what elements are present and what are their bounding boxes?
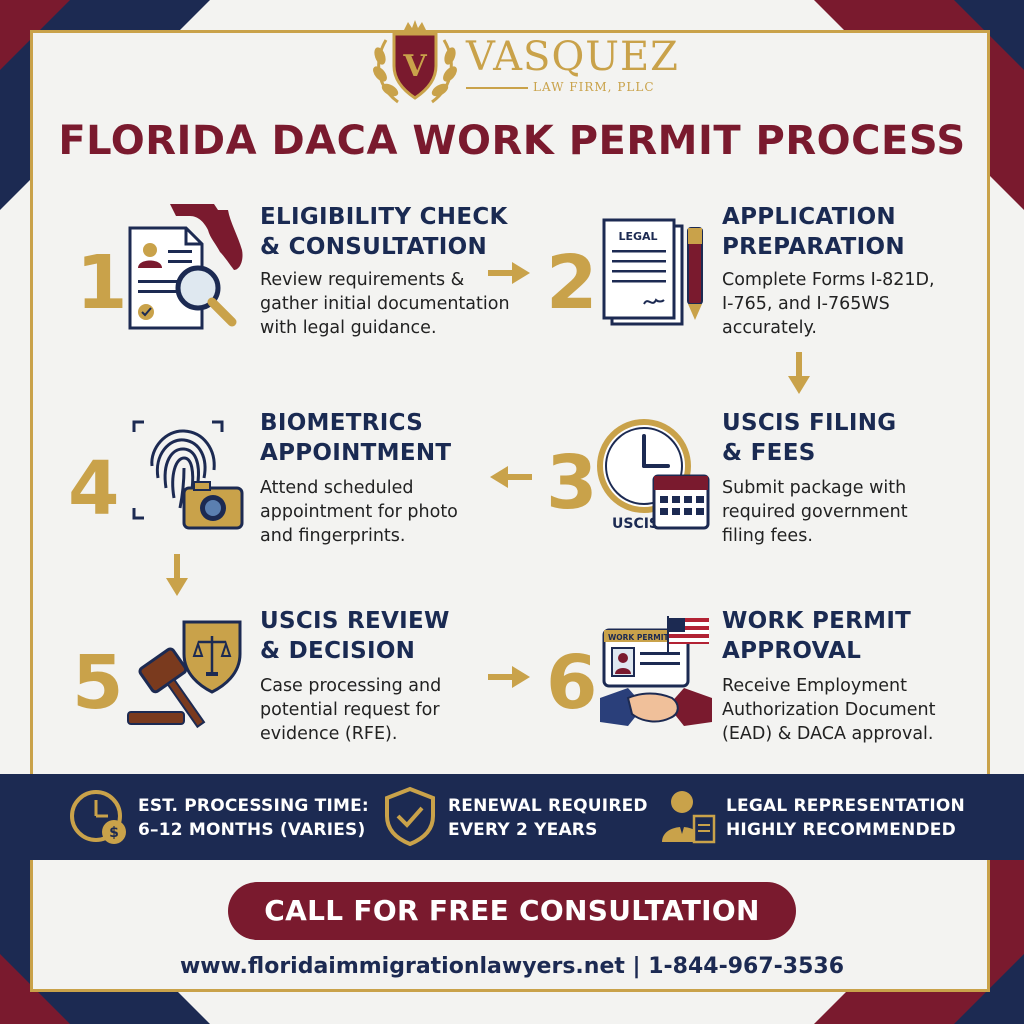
processing-time-text: EST. PROCESSING TIME: 6–12 MONTHS (VARIE… xyxy=(138,796,369,840)
step-4-description: Attend scheduled appointment for photo a… xyxy=(260,478,458,546)
legal-document-pen-icon: LEGAL xyxy=(602,218,703,326)
florida-map-icon xyxy=(170,204,243,270)
page-title: FLORIDA DACA WORK PERMIT PROCESS xyxy=(58,118,966,164)
lawyer-document-icon xyxy=(662,791,716,844)
fingerprint-camera-icon xyxy=(132,420,244,530)
step-4-number: 4 xyxy=(68,446,120,532)
step-4-title: BIOMETRICS APPOINTMENT xyxy=(260,410,452,466)
free-consultation-button[interactable]: CALL FOR FREE CONSULTATION xyxy=(228,882,796,940)
step-5-number: 5 xyxy=(72,640,124,726)
svg-text:LEGAL: LEGAL xyxy=(618,230,657,243)
arrow-icon xyxy=(166,554,188,596)
step-2-description: Complete Forms I-821D, I-765, and I-765W… xyxy=(722,270,935,338)
arrow-icon xyxy=(488,666,530,688)
step-1-description: Review requirements & gather initial doc… xyxy=(260,270,510,338)
laurel-icon xyxy=(373,39,457,104)
renewal-text: RENEWAL REQUIRED EVERY 2 YEARS xyxy=(448,796,648,840)
step-2-title: APPLICATION PREPARATION xyxy=(722,204,905,260)
svg-text:V: V xyxy=(402,49,427,84)
work-permit-handshake-icon: WORK PERMIT xyxy=(600,616,712,726)
document-magnifier-icon xyxy=(128,226,237,330)
clock-money-icon: $ xyxy=(70,790,126,844)
legal-representation-text: LEGAL REPRESENTATION HIGHLY RECOMMENDED xyxy=(726,796,965,840)
contact-footer[interactable]: www.floridaimmigrationlawyers.net | 1-84… xyxy=(179,954,845,979)
step-3-description: Submit package with required government … xyxy=(722,478,908,546)
shield-check-icon xyxy=(385,786,435,847)
gold-frame xyxy=(30,30,990,992)
brand-name: VASQUEZ xyxy=(466,34,679,80)
step-6-number: 6 xyxy=(546,640,598,726)
svg-text:USCIS: USCIS xyxy=(612,516,659,532)
clock-calendar-icon: USCIS xyxy=(597,419,710,532)
step-3-number: 3 xyxy=(546,440,598,526)
step-3-title: USCIS FILING & FEES xyxy=(722,410,897,466)
svg-text:$: $ xyxy=(109,825,119,841)
step-6-title: WORK PERMIT APPROVAL xyxy=(722,608,912,664)
arrow-icon xyxy=(788,352,810,394)
step-1-number: 1 xyxy=(76,240,128,326)
step-1-title: ELIGIBILITY CHECK & CONSULTATION xyxy=(260,204,508,260)
gavel-scales-shield-icon xyxy=(127,620,242,729)
brand-subtitle: LAW FIRM, PLLC xyxy=(533,80,655,94)
brand-divider xyxy=(466,87,528,89)
crown-icon xyxy=(404,20,426,30)
logo-emblem: V xyxy=(373,20,457,104)
arrow-icon xyxy=(490,466,532,488)
step-5-title: USCIS REVIEW & DECISION xyxy=(260,608,450,664)
info-band xyxy=(0,774,1024,860)
arrow-icon xyxy=(488,262,530,284)
step-2-number: 2 xyxy=(546,240,598,326)
svg-text:WORK PERMIT: WORK PERMIT xyxy=(608,633,669,642)
step-6-description: Receive Employment Authorization Documen… xyxy=(722,676,936,744)
step-5-description: Case processing and potential request fo… xyxy=(260,676,442,744)
us-flag-icon xyxy=(667,616,709,654)
